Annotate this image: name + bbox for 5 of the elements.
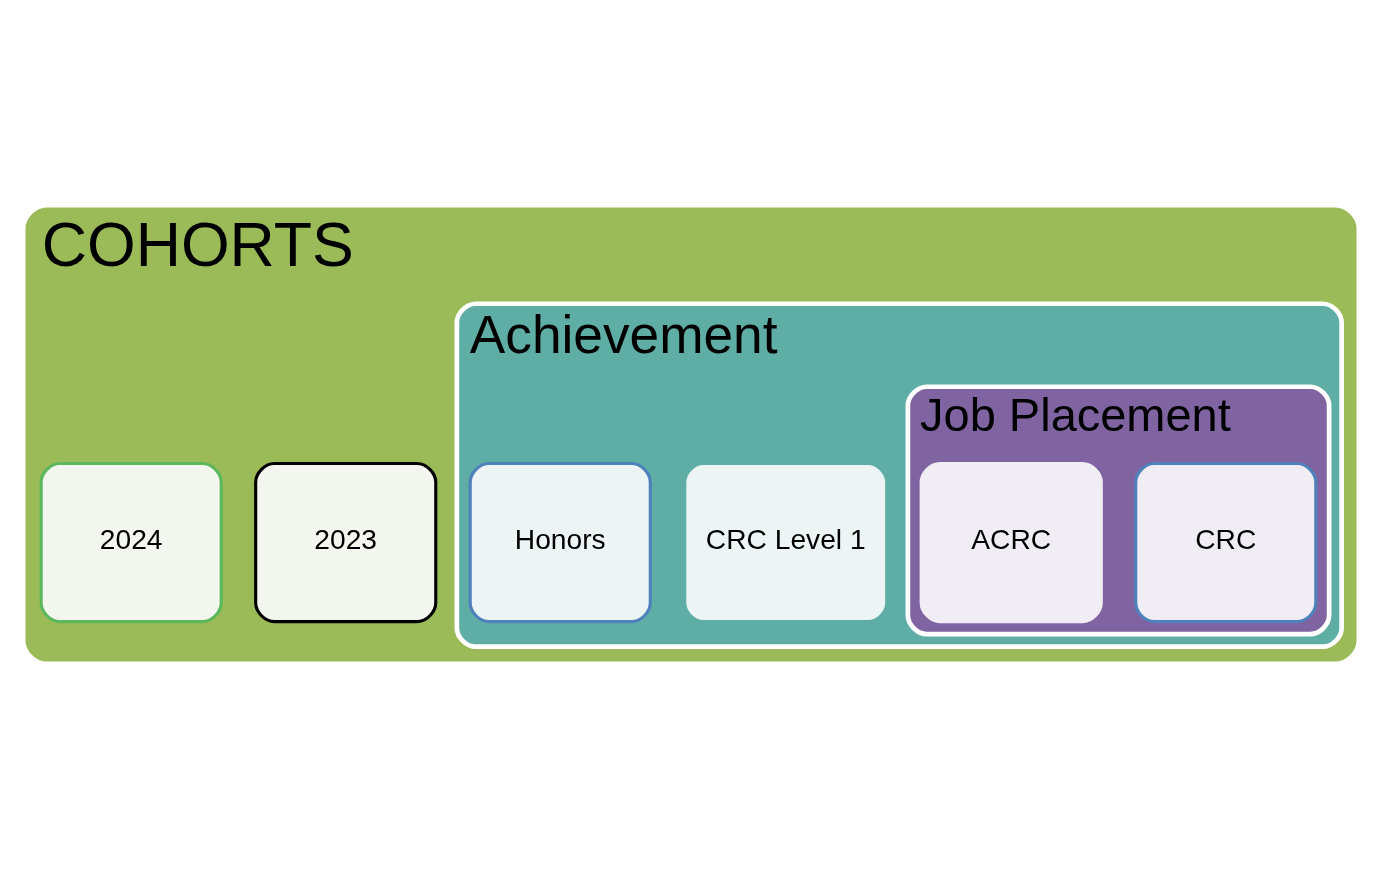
node-box: 2023 <box>254 461 438 624</box>
node-box: 2024 <box>39 461 223 624</box>
node-box: CRC <box>1134 461 1318 624</box>
node-box: ACRC <box>919 461 1103 624</box>
node-box: Honors <box>468 461 652 624</box>
